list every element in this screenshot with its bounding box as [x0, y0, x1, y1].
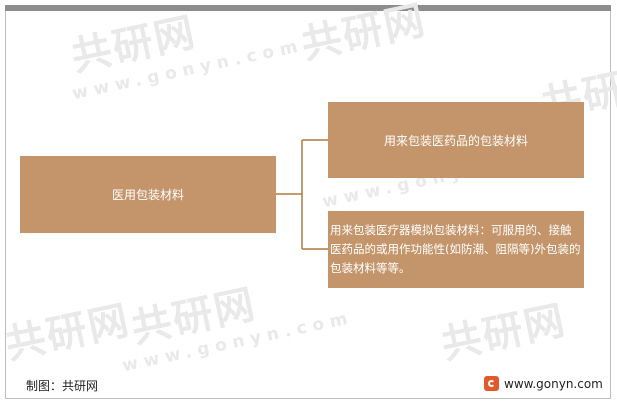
branch-node-bottom-label: 用来包装医疗器模拟包装材料：可服用的、接触医药品的或用作功能性(如防潮、阻隔等)…: [330, 223, 581, 275]
branch-node-bottom: 用来包装医疗器模拟包装材料：可服用的、接触医药品的或用作功能性(如防潮、阻隔等)…: [328, 211, 584, 288]
root-node-label: 医用包装材料: [111, 188, 184, 202]
top-rule: [5, 5, 611, 11]
source-caption: 制图：共研网: [26, 379, 99, 393]
site-credit: www.gonyn.com: [484, 376, 603, 391]
gonyn-logo-icon: [484, 376, 499, 391]
branch-node-top: 用来包装医药品的包装材料: [328, 102, 584, 178]
root-node: 医用包装材料: [20, 156, 276, 233]
branch-node-top-label: 用来包装医药品的包装材料: [383, 133, 528, 148]
site-url: www.gonyn.com: [504, 376, 603, 391]
